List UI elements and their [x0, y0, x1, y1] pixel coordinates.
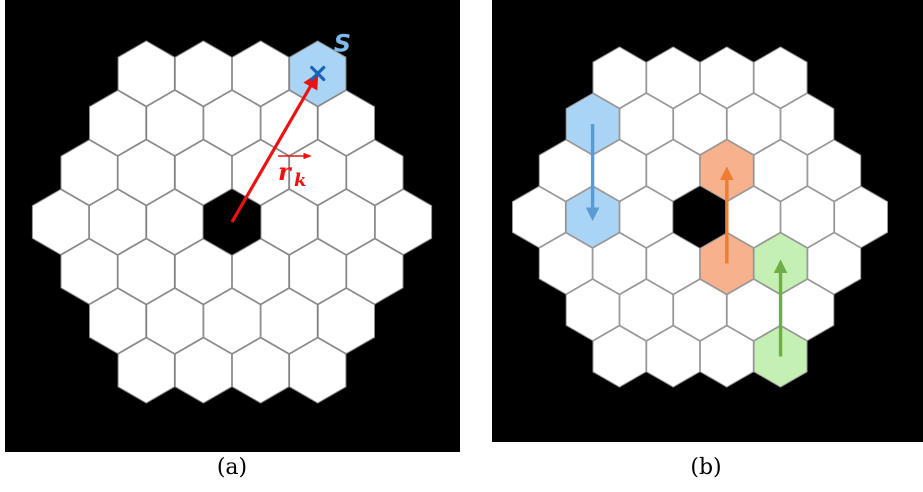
mirror-segment — [726, 92, 781, 156]
mirror-segment — [346, 238, 404, 305]
label-k: k — [294, 170, 306, 191]
mirror-segment — [592, 232, 647, 295]
mirror-segment — [346, 139, 404, 206]
mirror-segment — [117, 337, 175, 404]
mirror-segment — [374, 188, 433, 256]
mirror-segment — [203, 287, 261, 355]
mirror-segment — [780, 92, 835, 156]
mirror-segment — [673, 278, 727, 342]
segment-center-marker — [310, 65, 326, 82]
mirror-segment — [60, 238, 118, 305]
caption-a: (a) — [216, 455, 248, 480]
panel-b — [492, 0, 923, 442]
mirror-segment — [117, 139, 175, 206]
mirror-segment — [317, 89, 375, 157]
mirror-segment — [89, 188, 147, 256]
label-s: S — [334, 30, 351, 58]
mirror-segment — [60, 139, 118, 206]
mirror-segment — [231, 40, 290, 107]
mirror-segment — [512, 185, 566, 249]
mirror-segment — [146, 89, 204, 157]
mirror-segment — [592, 325, 647, 388]
mirror-segment — [646, 139, 701, 202]
mirror-segment — [699, 325, 754, 388]
overlay-b — [585, 124, 788, 357]
mirror-segment — [174, 337, 233, 404]
mirror-segment — [117, 238, 175, 305]
mirror-segment — [117, 40, 175, 107]
mirror-segment — [619, 278, 674, 342]
mirror-segment — [174, 139, 233, 206]
mirror-segment — [317, 287, 375, 355]
mirror-segment — [174, 40, 233, 107]
mirror-segment — [289, 337, 347, 404]
mirror-segment — [807, 139, 862, 202]
mirror-segment — [317, 188, 375, 256]
mirror-segment — [780, 185, 835, 249]
mirror-segment — [260, 188, 318, 256]
mirror-segment — [646, 232, 701, 295]
mirror-segment — [834, 185, 888, 249]
mirror-segment — [231, 337, 290, 404]
mirror-segment — [699, 46, 754, 109]
mirror-segment — [565, 278, 620, 342]
mirror-segment — [146, 188, 204, 256]
mirror-segment — [673, 92, 727, 156]
segmented-mirror-diagram-b — [492, 0, 923, 442]
mirror-segment — [619, 185, 674, 249]
label-r: r — [278, 157, 293, 186]
mirror-segment — [260, 287, 318, 355]
mirror-segment — [31, 188, 90, 256]
mirror-segment — [89, 287, 147, 355]
mirror-segment — [174, 238, 233, 305]
mirror-segment — [203, 89, 261, 157]
mirror-segment — [619, 92, 674, 156]
mirror-segment — [807, 232, 862, 295]
position-vector-arrow — [230, 72, 319, 223]
mirror-segment — [231, 238, 290, 305]
caption-b: (b) — [690, 455, 722, 480]
mirror-segment — [753, 139, 808, 202]
mirror-segment — [646, 46, 701, 109]
mirror-segment — [146, 287, 204, 355]
mirror-segments-a — [31, 40, 433, 404]
mirror-segment — [89, 89, 147, 157]
mirror-segment — [538, 232, 593, 295]
mirror-segment — [592, 46, 647, 109]
mirror-segment — [753, 46, 808, 109]
mirror-segment — [289, 238, 347, 305]
mirror-segment — [646, 325, 701, 388]
